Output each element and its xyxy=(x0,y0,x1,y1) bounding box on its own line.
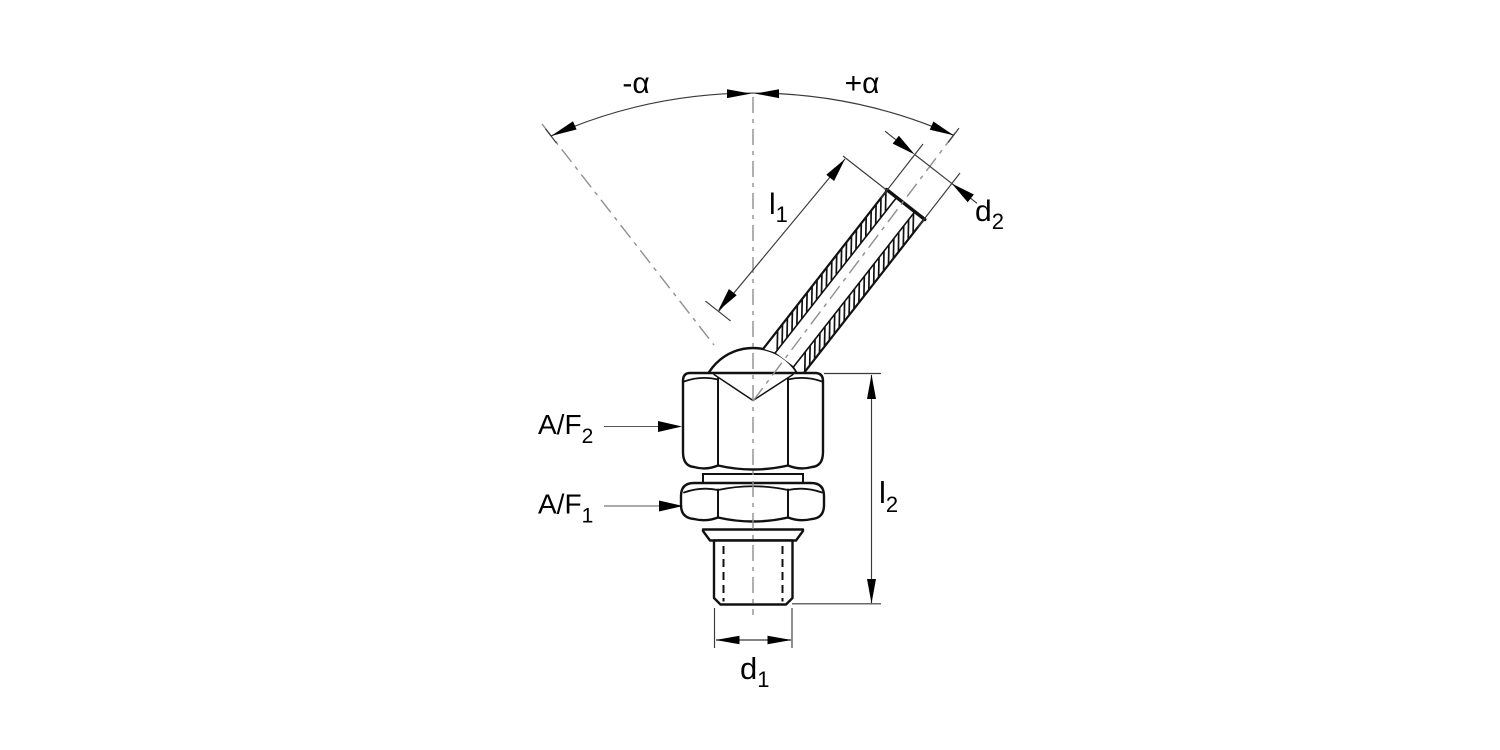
d1-arrow-right xyxy=(767,635,792,645)
l2-arrow-bottom xyxy=(867,579,876,604)
tube-outer-edge-right xyxy=(799,218,926,379)
d1-arrow-left xyxy=(715,635,740,645)
alpha-tick-right xyxy=(947,127,960,143)
dim-d2: d2 xyxy=(880,130,1004,234)
d2-arrow-lower xyxy=(951,183,974,203)
alpha-end-arrow-left xyxy=(551,121,577,136)
l1-extension-tick xyxy=(705,300,731,322)
alpha-end-arrow-right xyxy=(929,121,954,136)
label-alpha-minus: -α xyxy=(622,67,649,100)
l1-arrow-top xyxy=(826,159,845,181)
af1-arrow xyxy=(659,500,683,512)
callout-af1: A/F1 xyxy=(538,489,683,528)
threaded-stud xyxy=(712,539,794,606)
label-d2: d2 xyxy=(975,195,1004,234)
callout-af2: A/F2 xyxy=(538,409,682,448)
hex-upper-facets xyxy=(717,377,789,466)
dim-d1: d1 xyxy=(713,608,793,692)
alpha-apex-arrow-left xyxy=(727,89,751,99)
dim-alpha: -α +α xyxy=(545,67,960,144)
tube-hatching xyxy=(776,191,915,372)
d2-arrow-tail-1 xyxy=(884,130,897,141)
label-d1: d1 xyxy=(740,651,770,692)
l1-extension-line xyxy=(842,155,887,191)
washer-fill xyxy=(703,474,803,484)
alpha-tick-left xyxy=(545,128,557,144)
l2-arrow-top xyxy=(867,374,876,399)
hex-upper-chamfer-arcs xyxy=(683,377,823,383)
swivel-tube xyxy=(762,187,927,379)
d2-extension-line-2 xyxy=(917,172,961,228)
dim-l1: l1 xyxy=(705,155,887,322)
tube-end-face xyxy=(884,187,927,222)
tube-axis-centerline xyxy=(752,128,959,402)
hex-lower-facets xyxy=(717,488,789,518)
d2-extension-line-1 xyxy=(880,143,924,199)
dim-l2: l2 xyxy=(792,372,898,605)
stud-outline xyxy=(712,539,794,606)
d2-arrow-upper xyxy=(892,135,915,155)
label-af1: A/F1 xyxy=(538,489,593,528)
tube-inner-edge-right xyxy=(792,210,916,368)
af2-arrow xyxy=(658,421,682,432)
tube-inner-edge-left xyxy=(774,196,898,354)
label-l1: l1 xyxy=(769,188,788,227)
swivel-limit-centerline-left xyxy=(541,123,715,346)
label-l2: l2 xyxy=(879,475,898,517)
label-alpha-plus: +α xyxy=(845,67,880,100)
stud-thread-root-lines xyxy=(722,546,784,602)
alpha-apex-arrow-right xyxy=(755,89,779,99)
tube-bore xyxy=(775,197,915,367)
d2-dimension-line xyxy=(914,154,953,185)
alpha-arc xyxy=(550,92,954,137)
l1-arrow-bottom xyxy=(718,289,737,311)
l1-dimension-line xyxy=(718,158,846,312)
label-af2: A/F2 xyxy=(538,409,593,448)
tube-outer-edge-left xyxy=(762,189,889,350)
centerlines xyxy=(541,97,959,615)
